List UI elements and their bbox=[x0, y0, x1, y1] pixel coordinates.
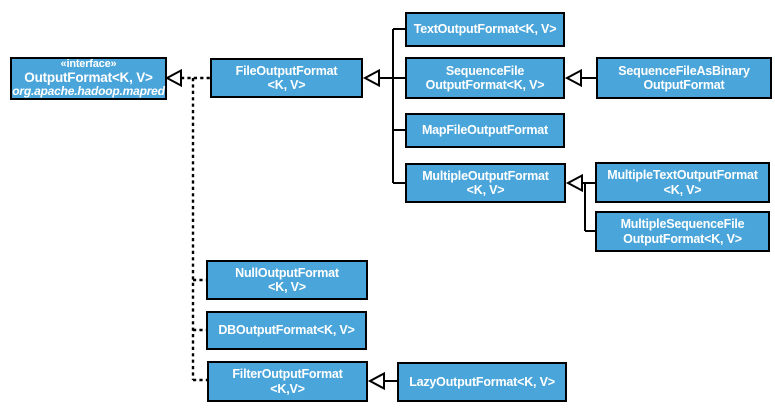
node-type-params: <K, V> bbox=[663, 182, 702, 197]
node-filter-output-format: FilterOutputFormat <K,V> bbox=[207, 361, 368, 402]
interface-package: org.apache.hadoop.mapred bbox=[12, 84, 165, 99]
node-label: NullOutputFormat bbox=[235, 265, 339, 280]
node-output-format-interface: «interface» OutputFormat<K, V> org.apach… bbox=[10, 57, 167, 100]
node-db-output-format: DBOutputFormat<K, V> bbox=[206, 311, 367, 350]
interface-name: OutputFormat<K, V> bbox=[24, 69, 153, 85]
node-label-line2: OutputFormat<K, V> bbox=[425, 78, 545, 92]
node-lazy-output-format: LazyOutputFormat<K, V> bbox=[397, 362, 567, 402]
node-label-line2: OutputFormat bbox=[643, 78, 725, 92]
node-label: TextOutputFormat<K, V> bbox=[413, 22, 557, 37]
node-map-file-output-format: MapFileOutputFormat bbox=[405, 113, 565, 148]
node-type-params: <K,V> bbox=[270, 381, 305, 396]
node-label: MapFileOutputFormat bbox=[421, 123, 549, 138]
generalization-arrowhead-multiple bbox=[565, 173, 583, 193]
node-label: FilterOutputFormat bbox=[232, 367, 343, 381]
node-type-params: <K, V> bbox=[466, 183, 505, 197]
node-label: DBOutputFormat<K, V> bbox=[218, 323, 355, 338]
node-text-output-format: TextOutputFormat<K, V> bbox=[405, 12, 565, 47]
node-multiple-output-format: MultipleOutputFormat <K, V> bbox=[405, 163, 566, 203]
interface-stereotype: «interface» bbox=[60, 58, 117, 71]
generalization-arrowhead-seqfile bbox=[564, 68, 582, 88]
node-sequence-file-as-binary-output-format: SequenceFileAsBinary OutputFormat bbox=[596, 57, 772, 99]
generalization-arrowhead-file bbox=[362, 68, 380, 88]
node-multiple-text-output-format: MultipleTextOutputFormat <K, V> bbox=[595, 162, 770, 203]
node-type-params: <K, V> bbox=[267, 78, 306, 92]
node-label: MultipleTextOutputFormat bbox=[607, 168, 758, 182]
generalization-arrowhead-filter bbox=[367, 371, 385, 391]
node-type-params: <K, V> bbox=[268, 280, 306, 294]
node-sequence-file-output-format: SequenceFile OutputFormat<K, V> bbox=[405, 57, 565, 99]
node-file-output-format: FileOutputFormat <K, V> bbox=[210, 58, 363, 98]
node-label-line2: OutputFormat<K, V> bbox=[623, 231, 742, 246]
node-label: MultipleOutputFormat bbox=[422, 168, 549, 183]
node-label: SequenceFile bbox=[445, 63, 525, 78]
node-null-output-format: NullOutputFormat <K, V> bbox=[206, 260, 368, 300]
realization-arrowhead-interface bbox=[164, 68, 182, 88]
node-label: MultipleSequenceFile bbox=[620, 217, 745, 231]
node-label: LazyOutputFormat<K, V> bbox=[409, 374, 555, 389]
node-multiple-sequence-file-output-format: MultipleSequenceFile OutputFormat<K, V> bbox=[595, 211, 770, 252]
node-label: SequenceFileAsBinary bbox=[618, 63, 750, 78]
node-label: FileOutputFormat bbox=[235, 63, 338, 78]
